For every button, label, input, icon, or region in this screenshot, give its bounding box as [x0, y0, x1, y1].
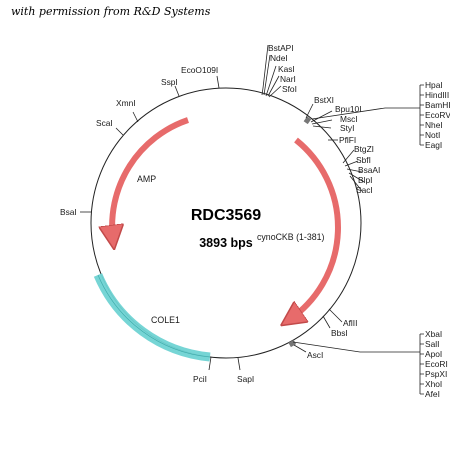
- mcs-marker-top: [303, 116, 312, 125]
- site-saci: SacI: [356, 185, 373, 195]
- tick-saci: [349, 175, 363, 192]
- tick-blpi: [348, 172, 365, 183]
- tick-bpu10i: [310, 110, 333, 123]
- amp-label: AMP: [137, 174, 156, 184]
- tick-ecoo109i: [216, 75, 220, 89]
- mcs-top-ticks: [420, 84, 424, 146]
- mcs-top-5: NotI: [425, 130, 440, 140]
- tick-sbfi: [344, 160, 359, 167]
- tick-sspi: [174, 85, 180, 97]
- mcs-bottom-0: XbaI: [425, 329, 442, 339]
- tick-bsaai: [346, 168, 363, 173]
- plasmid-name: RDC3569: [191, 207, 261, 224]
- site-bbsi: BbsI: [331, 328, 348, 338]
- site-sfoi: SfoI: [282, 84, 297, 94]
- tick-sapi: [237, 357, 241, 371]
- site-btgzi: BtgZI: [354, 144, 374, 154]
- permission-credit: with permission from R&D Systems: [11, 5, 211, 18]
- backbone-circle: [90, 87, 362, 359]
- tick-msci: [311, 119, 333, 125]
- mcs-top-connector: [311, 107, 420, 120]
- tick-styi: [312, 125, 332, 129]
- site-pcii: PciI: [193, 374, 207, 384]
- mcs-bottom-4: PspXI: [425, 369, 447, 379]
- tick-pcii: [208, 356, 212, 371]
- mcs-bottom-6: AfeI: [425, 389, 440, 399]
- tick-bstxi: [305, 103, 314, 119]
- tick-btgzi: [342, 149, 355, 164]
- site-blpi: BlpI: [358, 175, 372, 185]
- site-kasi: KasI: [278, 64, 295, 74]
- site-bsai: BsaI: [60, 207, 77, 217]
- cole1-outline: [97, 274, 211, 358]
- mcs-top-0: HpaI: [425, 80, 443, 90]
- site-styi: StyI: [340, 123, 354, 133]
- mcs-bottom-connector: [292, 341, 420, 353]
- site-bsaai: BsaAI: [358, 165, 380, 175]
- mcs-top-3: EcoRV: [425, 110, 450, 120]
- site-scai: ScaI: [96, 118, 113, 128]
- mcs-top-1: HindIII: [425, 90, 449, 100]
- mcs-bottom-1: SalI: [425, 339, 439, 349]
- tick-nari: [267, 75, 280, 97]
- tick-asci: [293, 344, 307, 353]
- site-bstxi: BstXI: [314, 95, 334, 105]
- site-aflii: AflII: [343, 318, 357, 328]
- mcs-marker-bottom: [288, 339, 297, 348]
- site-sapi: SapI: [237, 374, 254, 384]
- tick-ndei: [263, 54, 271, 96]
- tick-bstapi-group: [261, 44, 269, 96]
- mcs-bottom-3: EcoRI: [425, 359, 448, 369]
- insert-label: cynoCKB (1-381): [257, 232, 325, 242]
- amp-arrow: [112, 117, 189, 240]
- site-sbfi: SbfI: [356, 155, 371, 165]
- tick-kasi: [265, 65, 277, 97]
- site-bstapi: BstAPI: [268, 43, 294, 53]
- tick-scai: [115, 127, 124, 136]
- mcs-bottom-2: ApoI: [425, 349, 442, 359]
- site-ndei: NdeI: [270, 53, 288, 63]
- site-sspi: SspI: [161, 77, 178, 87]
- site-xmni: XmnI: [116, 98, 136, 108]
- tick-aflii: [328, 308, 343, 323]
- site-ecoo109i: EcoO109I: [181, 65, 218, 75]
- site-nari: NarI: [280, 74, 296, 84]
- tick-xmni: [132, 111, 139, 123]
- mcs-top-4: NheI: [425, 120, 443, 130]
- mcs-top-6: EagI: [425, 140, 442, 150]
- mcs-top-2: BamHI: [425, 100, 450, 110]
- site-pflfi: PflFI: [339, 135, 356, 145]
- tick-bbsi: [322, 315, 331, 329]
- insert-arrow: [289, 137, 341, 320]
- mcs-bottom-ticks: [420, 333, 424, 395]
- plasmid-size: 3893 bps: [199, 236, 253, 250]
- site-bpu10i: Bpu10I: [335, 104, 362, 114]
- cole1-label: COLE1: [151, 315, 180, 325]
- site-asci: AscI: [307, 350, 323, 360]
- tick-sfoi: [268, 85, 282, 98]
- site-msci: MscI: [340, 114, 358, 124]
- mcs-bottom-5: XhoI: [425, 379, 442, 389]
